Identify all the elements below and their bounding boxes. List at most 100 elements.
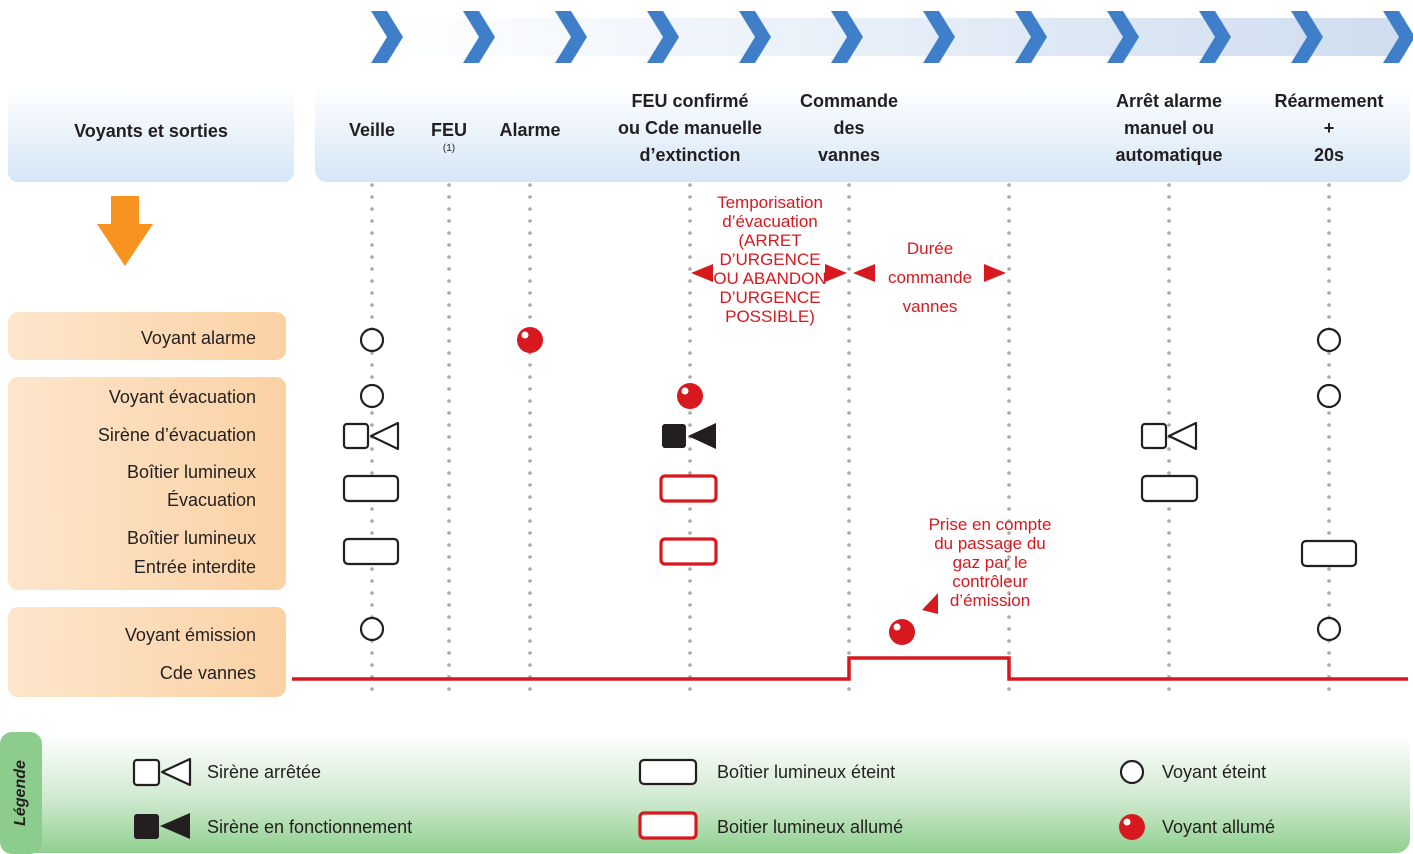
column-dot	[688, 279, 692, 283]
column-dot	[447, 375, 451, 379]
column-dot	[847, 339, 851, 343]
column-dot	[847, 543, 851, 547]
column-dot	[847, 483, 851, 487]
column-dot	[370, 195, 374, 199]
column-dot	[688, 363, 692, 367]
column-title-line: Réarmement	[1274, 91, 1384, 111]
column-dot	[1007, 555, 1011, 559]
column-dot	[528, 243, 532, 247]
column-dot	[847, 579, 851, 583]
column-dot	[1327, 195, 1331, 199]
column-dot	[447, 207, 451, 211]
column-dot	[1007, 423, 1011, 427]
column-dot	[688, 663, 692, 667]
annotation-line: D’URGENCE	[719, 288, 821, 307]
column-dot	[1167, 567, 1171, 571]
column-dot	[370, 183, 374, 187]
column-dot	[688, 315, 692, 319]
annotation-line: commande	[887, 268, 973, 287]
column-dot	[1007, 207, 1011, 211]
column-dot	[528, 615, 532, 619]
voyant-off-icon	[1119, 759, 1145, 785]
column-dot	[847, 639, 851, 643]
column-dot	[1327, 567, 1331, 571]
column-dot	[1007, 339, 1011, 343]
column-dot	[1327, 483, 1331, 487]
column-dot	[1327, 303, 1331, 307]
column-dot	[528, 495, 532, 499]
voyant-off-icon	[359, 383, 385, 409]
header-row-title-box: Voyants et sorties	[8, 85, 294, 182]
column-title-line: manuel ou	[1123, 118, 1214, 138]
annotation-line: D’URGENCE	[719, 250, 821, 269]
column-dot	[847, 207, 851, 211]
column-dot	[447, 663, 451, 667]
column-dot	[528, 423, 532, 427]
column-dot	[1327, 687, 1331, 691]
chevron-right-icon	[739, 11, 771, 63]
sirene-on-icon	[662, 423, 716, 449]
column-dot	[1167, 207, 1171, 211]
column-dot	[1167, 279, 1171, 283]
column-dot	[688, 339, 692, 343]
column-dot	[370, 375, 374, 379]
column-dot	[447, 543, 451, 547]
voyant-off-icon	[1316, 383, 1342, 409]
column-dot	[847, 315, 851, 319]
column-dot	[688, 615, 692, 619]
chevron-bar-graphic	[371, 11, 1413, 63]
column-dot	[1007, 363, 1011, 367]
legend-sirene-fonctionnement: Sirène en fonctionnement	[207, 817, 413, 837]
chevron-right-icon	[1383, 11, 1413, 63]
column-dot	[847, 219, 851, 223]
sirene-off-icon	[342, 421, 400, 451]
column-dot	[847, 375, 851, 379]
column-dot	[1327, 411, 1331, 415]
column-title-line: automatique	[1115, 145, 1223, 165]
progress-chevrons	[0, 0, 1413, 75]
column-dot	[688, 603, 692, 607]
column-dot	[447, 219, 451, 223]
column-dot	[1327, 423, 1331, 427]
voyant-off-icon	[359, 327, 385, 353]
column-dot	[528, 279, 532, 283]
column-dot	[688, 531, 692, 535]
column-dot	[370, 219, 374, 223]
column-dot	[688, 255, 692, 259]
legend-boitier-eteint: Boîtier lumineux éteint	[717, 762, 896, 782]
chevron-right-icon	[647, 11, 679, 63]
column-dot	[1007, 291, 1011, 295]
column-dot	[688, 639, 692, 643]
column-dot	[1007, 567, 1011, 571]
column-dot	[1007, 183, 1011, 187]
column-dot	[847, 387, 851, 391]
column-dot	[1167, 639, 1171, 643]
column-dot	[370, 243, 374, 247]
column-dot	[447, 291, 451, 295]
column-dot	[847, 615, 851, 619]
column-dot	[528, 651, 532, 655]
column-dot	[1167, 471, 1171, 475]
column-dot	[1007, 231, 1011, 235]
column-dot	[1007, 351, 1011, 355]
column-dot	[1007, 651, 1011, 655]
column-dot	[370, 423, 374, 427]
label-voyant-alarme: Voyant alarme	[140, 328, 256, 348]
column-dot	[528, 183, 532, 187]
column-dot	[1327, 435, 1331, 439]
legend-panel	[5, 735, 1410, 853]
column-dot	[1327, 291, 1331, 295]
column-dot	[688, 651, 692, 655]
column-dot	[1007, 279, 1011, 283]
boitier-on-icon	[659, 474, 718, 503]
column-dot	[528, 255, 532, 259]
column-dot	[528, 399, 532, 403]
column-dot	[370, 459, 374, 463]
column-dot	[847, 411, 851, 415]
column-dot	[1167, 591, 1171, 595]
column-title-line: des	[833, 118, 865, 138]
column-dot	[688, 231, 692, 235]
column-dot	[370, 351, 374, 355]
annotation-temporisation: Temporisation d’évacuation (ARRET D’URGE…	[695, 193, 845, 326]
